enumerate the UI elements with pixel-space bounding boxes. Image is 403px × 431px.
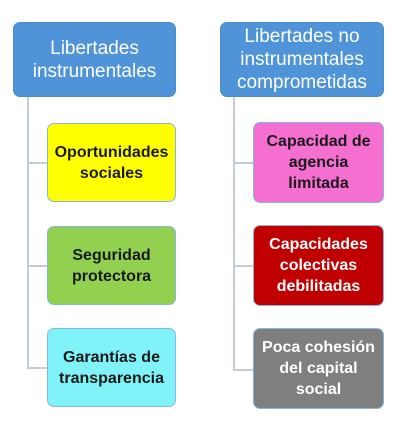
left-connector-trunk [27,95,29,368]
right-connector-branch [233,369,253,371]
right-item-agencia: Capacidad de agencia limitada [253,122,384,203]
left-header: Libertades instrumentales [13,22,176,97]
right-connector-branch [233,162,253,164]
left-connector-branch [27,162,47,164]
right-item-label: Capacidad de agencia limitada [266,133,371,192]
right-item-capacidades: Capacidades colectivas debilitadas [253,225,384,306]
left-connector-branch [27,367,47,369]
right-connector-branch [233,265,253,267]
right-item-label: Poca cohesión del capital social [262,339,375,398]
right-connector-trunk [233,95,235,370]
left-item-garantias: Garantías de transparencia [47,328,176,407]
left-connector-branch [27,265,47,267]
left-item-oportunidades: Oportunidades sociales [47,123,176,202]
left-item-label: Seguridad protectora [71,246,152,285]
right-item-cohesion: Poca cohesión del capital social [253,328,384,409]
left-item-label: Oportunidades sociales [54,143,169,182]
right-header-text: Libertades no instrumentales comprometid… [237,26,367,93]
right-item-label: Capacidades colectivas debilitadas [269,236,368,295]
left-item-label: Garantías de transparencia [59,348,164,387]
left-item-seguridad: Seguridad protectora [47,226,176,305]
right-header: Libertades no instrumentales comprometid… [220,22,384,97]
left-header-text: Libertades instrumentales [32,37,157,82]
